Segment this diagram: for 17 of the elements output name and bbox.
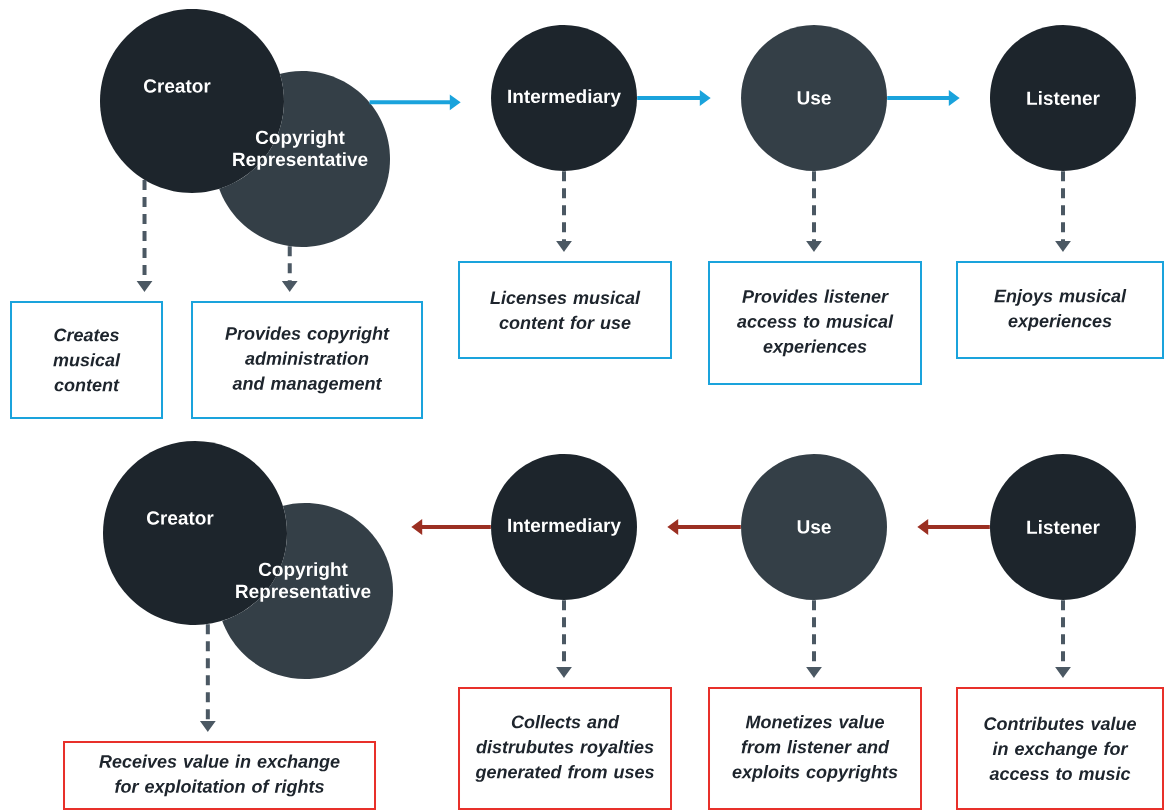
circle-node: Listener: [990, 454, 1136, 600]
text-box: Enjoys musical experiences: [956, 261, 1164, 359]
text-box: Collects and distrubutes royalties generated from uses: [458, 687, 672, 810]
circle-node: Listener: [990, 25, 1136, 171]
text-box: Creates musical content: [10, 301, 163, 419]
text-box: Licenses musical content for use: [458, 261, 672, 359]
text-box: Monetizes value from listener and exploits copyrights: [708, 687, 922, 810]
circle-node: Copyright Representative: [217, 503, 393, 679]
text-box: Receives value in exchange for exploitation of rights: [63, 741, 376, 810]
text-box: Provides listener access to musical experiences: [708, 261, 922, 385]
circle-node: Use: [741, 25, 887, 171]
text-box: Provides copyright administration and management: [191, 301, 423, 419]
text-box: Contributes value in exchange for access to music: [956, 687, 1164, 810]
circle-node: Intermediary: [491, 454, 637, 600]
circle-node: Intermediary: [491, 25, 637, 171]
circle-node: Copyright Representative: [214, 71, 390, 247]
circle-node: Use: [741, 454, 887, 600]
